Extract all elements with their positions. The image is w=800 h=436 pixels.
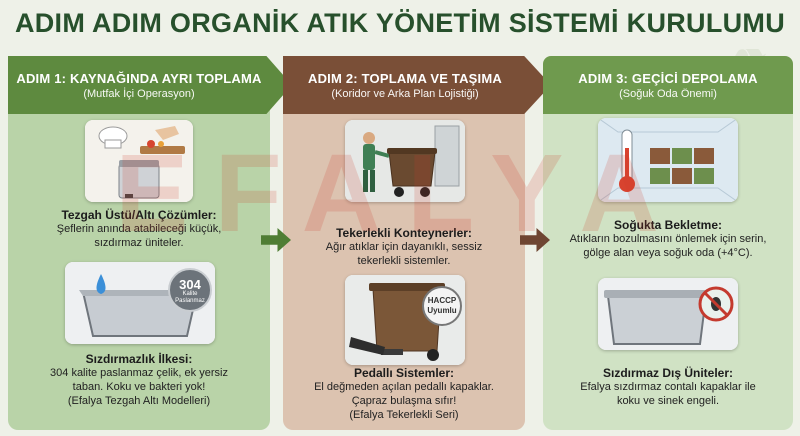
step-2-item-2-line-3: (Efalya Tekerlekli Seri): [349, 409, 459, 421]
step-3-item-1-line-1: Atıkların bozulmasını önlemek için serin…: [569, 233, 767, 245]
step-2-item-1-title: Tekerlekli Konteynerler:: [336, 226, 472, 240]
badge-304-text: Kalite Paslanmaz: [175, 291, 205, 304]
step-1-item-2-line-3: (Efalya Tezgah Altı Modelleri): [67, 395, 211, 407]
badge-304: 304 Kalite Paslanmaz: [168, 268, 212, 312]
step-2-subtitle: (Koridor ve Arka Plan Lojistiği): [331, 87, 479, 100]
step-1-item-1-title: Tezgah Üstü/Altı Çözümler:: [61, 208, 217, 222]
step-3-item-1-line-2: gölge alan veya soğuk oda (+4°C).: [583, 247, 753, 259]
step-3-banner: ADIM 3: GEÇİCİ DEPOLAMA (Soğuk Oda Önemi…: [543, 56, 793, 114]
haccp-badge: HACCP Uyumlu: [422, 286, 462, 326]
step-2-item-1-line-2: tekerlekli sistemler.: [357, 255, 451, 267]
sealed-lid-icon: [598, 278, 738, 350]
step-1-item-2-line-1: 304 kalite paslanmaz çelik, ek yersiz: [50, 367, 228, 379]
step-2-item-2-line-1: El değmeden açılan pedallı kapaklar.: [314, 381, 494, 393]
page-title: ADIM ADIM ORGANİK ATIK YÖNETİM SİSTEMİ K…: [14, 8, 786, 38]
wheeled-bin-icon: [345, 120, 465, 202]
step-1-banner: ADIM 1: KAYNAĞINDA AYRI TOPLAMA (Mutfak …: [8, 56, 292, 114]
cold-room-icon: [598, 118, 738, 202]
step-1-item-2-line-2: taban. Koku ve bakteri yok!: [72, 381, 206, 393]
step-3-item-1-title: Soğukta Bekletme:: [613, 218, 723, 232]
step-2-banner: ADIM 2: TOPLAMA VE TAŞIMA (Koridor ve Ar…: [283, 56, 551, 114]
step-3-title: ADIM 3: GEÇİCİ DEPOLAMA: [578, 70, 758, 86]
step-3-subtitle: (Soğuk Oda Önemi): [619, 87, 717, 100]
step-1-item-2-title: Sızdırmazlık İlkesi:: [85, 352, 193, 366]
badge-304-value: 304: [179, 277, 201, 292]
step-1-item-1-line-2: sızdırmaz üniteler.: [94, 237, 184, 249]
step-2-item-2-title: Pedallı Sistemler:: [353, 366, 455, 380]
step-2-item-1-line-1: Ağır atıklar için dayanıklı, sessiz: [325, 241, 483, 253]
step-3-item-2-line-2: koku ve sinek engeli.: [616, 395, 720, 407]
step-3-item-2-line-1: Efalya sızdırmaz contalı kapaklar ile: [580, 381, 756, 393]
step-1-item-1-line-1: Şeflerin anında atabileceği küçük,: [56, 223, 222, 235]
step-3-item-2-title: Sızdırmaz Dış Üniteler:: [602, 366, 734, 380]
step-1-subtitle: (Mutfak İçi Operasyon): [83, 87, 195, 100]
step-2-item-2-line-2: Çapraz bulaşma sıfır!: [351, 395, 457, 407]
haccp-badge-text: HACCP Uyumlu: [427, 296, 457, 315]
step-1-title: ADIM 1: KAYNAĞINDA AYRI TOPLAMA: [16, 70, 262, 86]
step-2-title: ADIM 2: TOPLAMA VE TAŞIMA: [308, 70, 502, 86]
chef-bin-icon: [85, 120, 193, 202]
